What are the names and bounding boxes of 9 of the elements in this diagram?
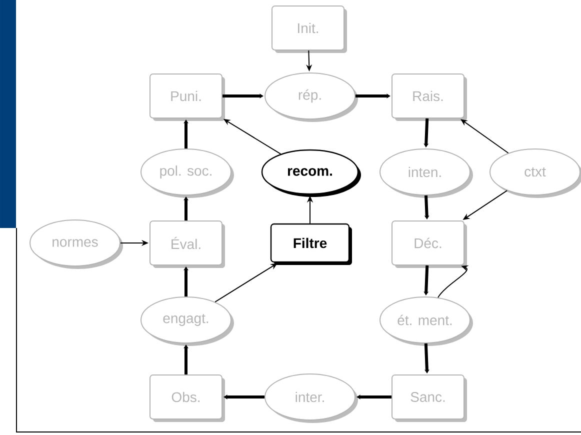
process-box: Déc. <box>392 220 467 268</box>
process-box: Init. <box>272 6 347 53</box>
process-box: Filtre <box>270 223 352 265</box>
process-box: Rais. <box>392 74 467 121</box>
process-box: Sanc. <box>392 374 467 422</box>
process-box: Éval. <box>150 220 225 268</box>
process-box: Puni. <box>150 74 225 121</box>
process-box: Obs. <box>150 374 225 422</box>
arrow <box>424 343 430 374</box>
